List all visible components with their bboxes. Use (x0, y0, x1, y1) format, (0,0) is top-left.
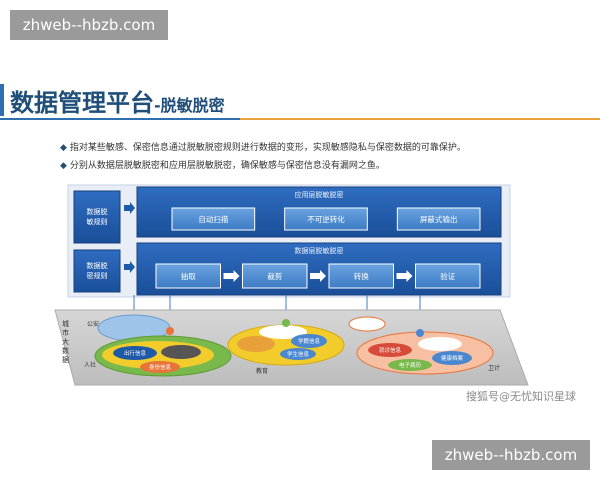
flow-arrow-icon (223, 270, 240, 282)
domain-name: 教育 (256, 367, 268, 375)
arrow-right-icon (124, 202, 135, 214)
domain-name: 卫计 (488, 364, 500, 372)
step-label: 验证 (440, 271, 455, 281)
step-box (171, 207, 256, 231)
info-bubble (432, 351, 472, 365)
title-underline (0, 118, 600, 120)
domain-ring-health-inner (418, 337, 462, 351)
info-bubble (291, 334, 327, 348)
info-bubble (113, 346, 157, 360)
step-box (415, 263, 481, 289)
info-bubble (161, 345, 201, 359)
arrow-right-icon (124, 261, 135, 273)
step-label: 屏蔽式输出 (420, 214, 458, 224)
step-box (328, 263, 394, 289)
rule-box-declassify (73, 249, 121, 293)
info-bubble (280, 348, 316, 360)
domain-ring-education-inner (259, 325, 307, 339)
app-layer-label: 应用层脱敏脱密 (295, 190, 344, 199)
step-label: 不可逆转化 (307, 214, 345, 224)
rule-box-desensitize (73, 190, 121, 244)
connector-dot (166, 327, 174, 335)
page-title: 数据管理平台-脱敏脱密 (10, 83, 225, 118)
flow-arrow-icon (310, 270, 326, 282)
step-label: 自动扫描 (198, 214, 228, 224)
title-accent-bar (0, 84, 4, 116)
info-bubble (388, 359, 432, 371)
flow-arrow-icon (396, 270, 413, 282)
step-box (284, 207, 368, 231)
page-title-main: 数据管理平台 (10, 89, 154, 117)
info-bubble-label: 身份信息 (149, 363, 172, 371)
step-label: 裁剪 (267, 271, 282, 281)
info-bubble-label: 电子病历 (399, 361, 422, 369)
bullet-item: ◆分别从数据层脱敏脱密和应用层脱敏脱密，确保敏感与保密信息没有漏网之鱼。 (60, 158, 385, 171)
rule-box-declassify-label: 数据脱密规则 (87, 261, 108, 280)
diamond-bullet-icon: ◆ (60, 143, 67, 153)
connector-dot (416, 329, 424, 337)
domain-name: 人社 (84, 361, 96, 369)
info-bubble-label: 健康档案 (441, 354, 464, 362)
bullet-item: ◆指对某些敏感、保密信息通过脱敏脱密规则进行数据的变形，实现敏感隐私与保密数据的… (60, 140, 466, 153)
page-title-sub: -脱敏脱密 (154, 96, 225, 115)
data-layer-label: 数据层脱敏脱密 (295, 246, 344, 255)
step-box (155, 263, 221, 289)
info-bubble-label: 就诊信息 (379, 346, 402, 354)
bullet-text: 分别从数据层脱敏脱密和应用层脱敏脱密，确保敏感与保密信息没有漏网之鱼。 (69, 161, 385, 171)
step-box (242, 263, 308, 289)
info-bubble (368, 343, 412, 357)
domain-ring-health-top (348, 316, 386, 332)
info-bubble (140, 361, 180, 373)
step-label: 抽取 (181, 271, 196, 281)
platform-label: 城市大数据 (62, 320, 69, 364)
bullet-text: 指对某些敏感、保密信息通过脱敏脱密规则进行数据的变形，实现敏感隐私与保密数据的可… (69, 143, 466, 153)
watermark-top: zhweb--hbzb.com (10, 10, 168, 40)
info-bubble-label: 出行信息 (124, 349, 147, 357)
info-bubble-label: 学籍信息 (298, 337, 321, 345)
diamond-bullet-icon: ◆ (60, 161, 67, 171)
domain-name: 公安 (87, 320, 99, 328)
watermark-bottom: zhweb--hbzb.com (432, 440, 590, 470)
source-credit: 搜狐号@无忧知识星球 (466, 390, 576, 403)
rule-box-desensitize-label: 数据脱敏规则 (87, 207, 108, 226)
info-bubble-label: 学生信息 (287, 350, 310, 358)
step-box (396, 207, 481, 231)
info-bubble (237, 336, 275, 352)
connector-dot (282, 319, 290, 327)
step-label: 转换 (354, 271, 369, 281)
